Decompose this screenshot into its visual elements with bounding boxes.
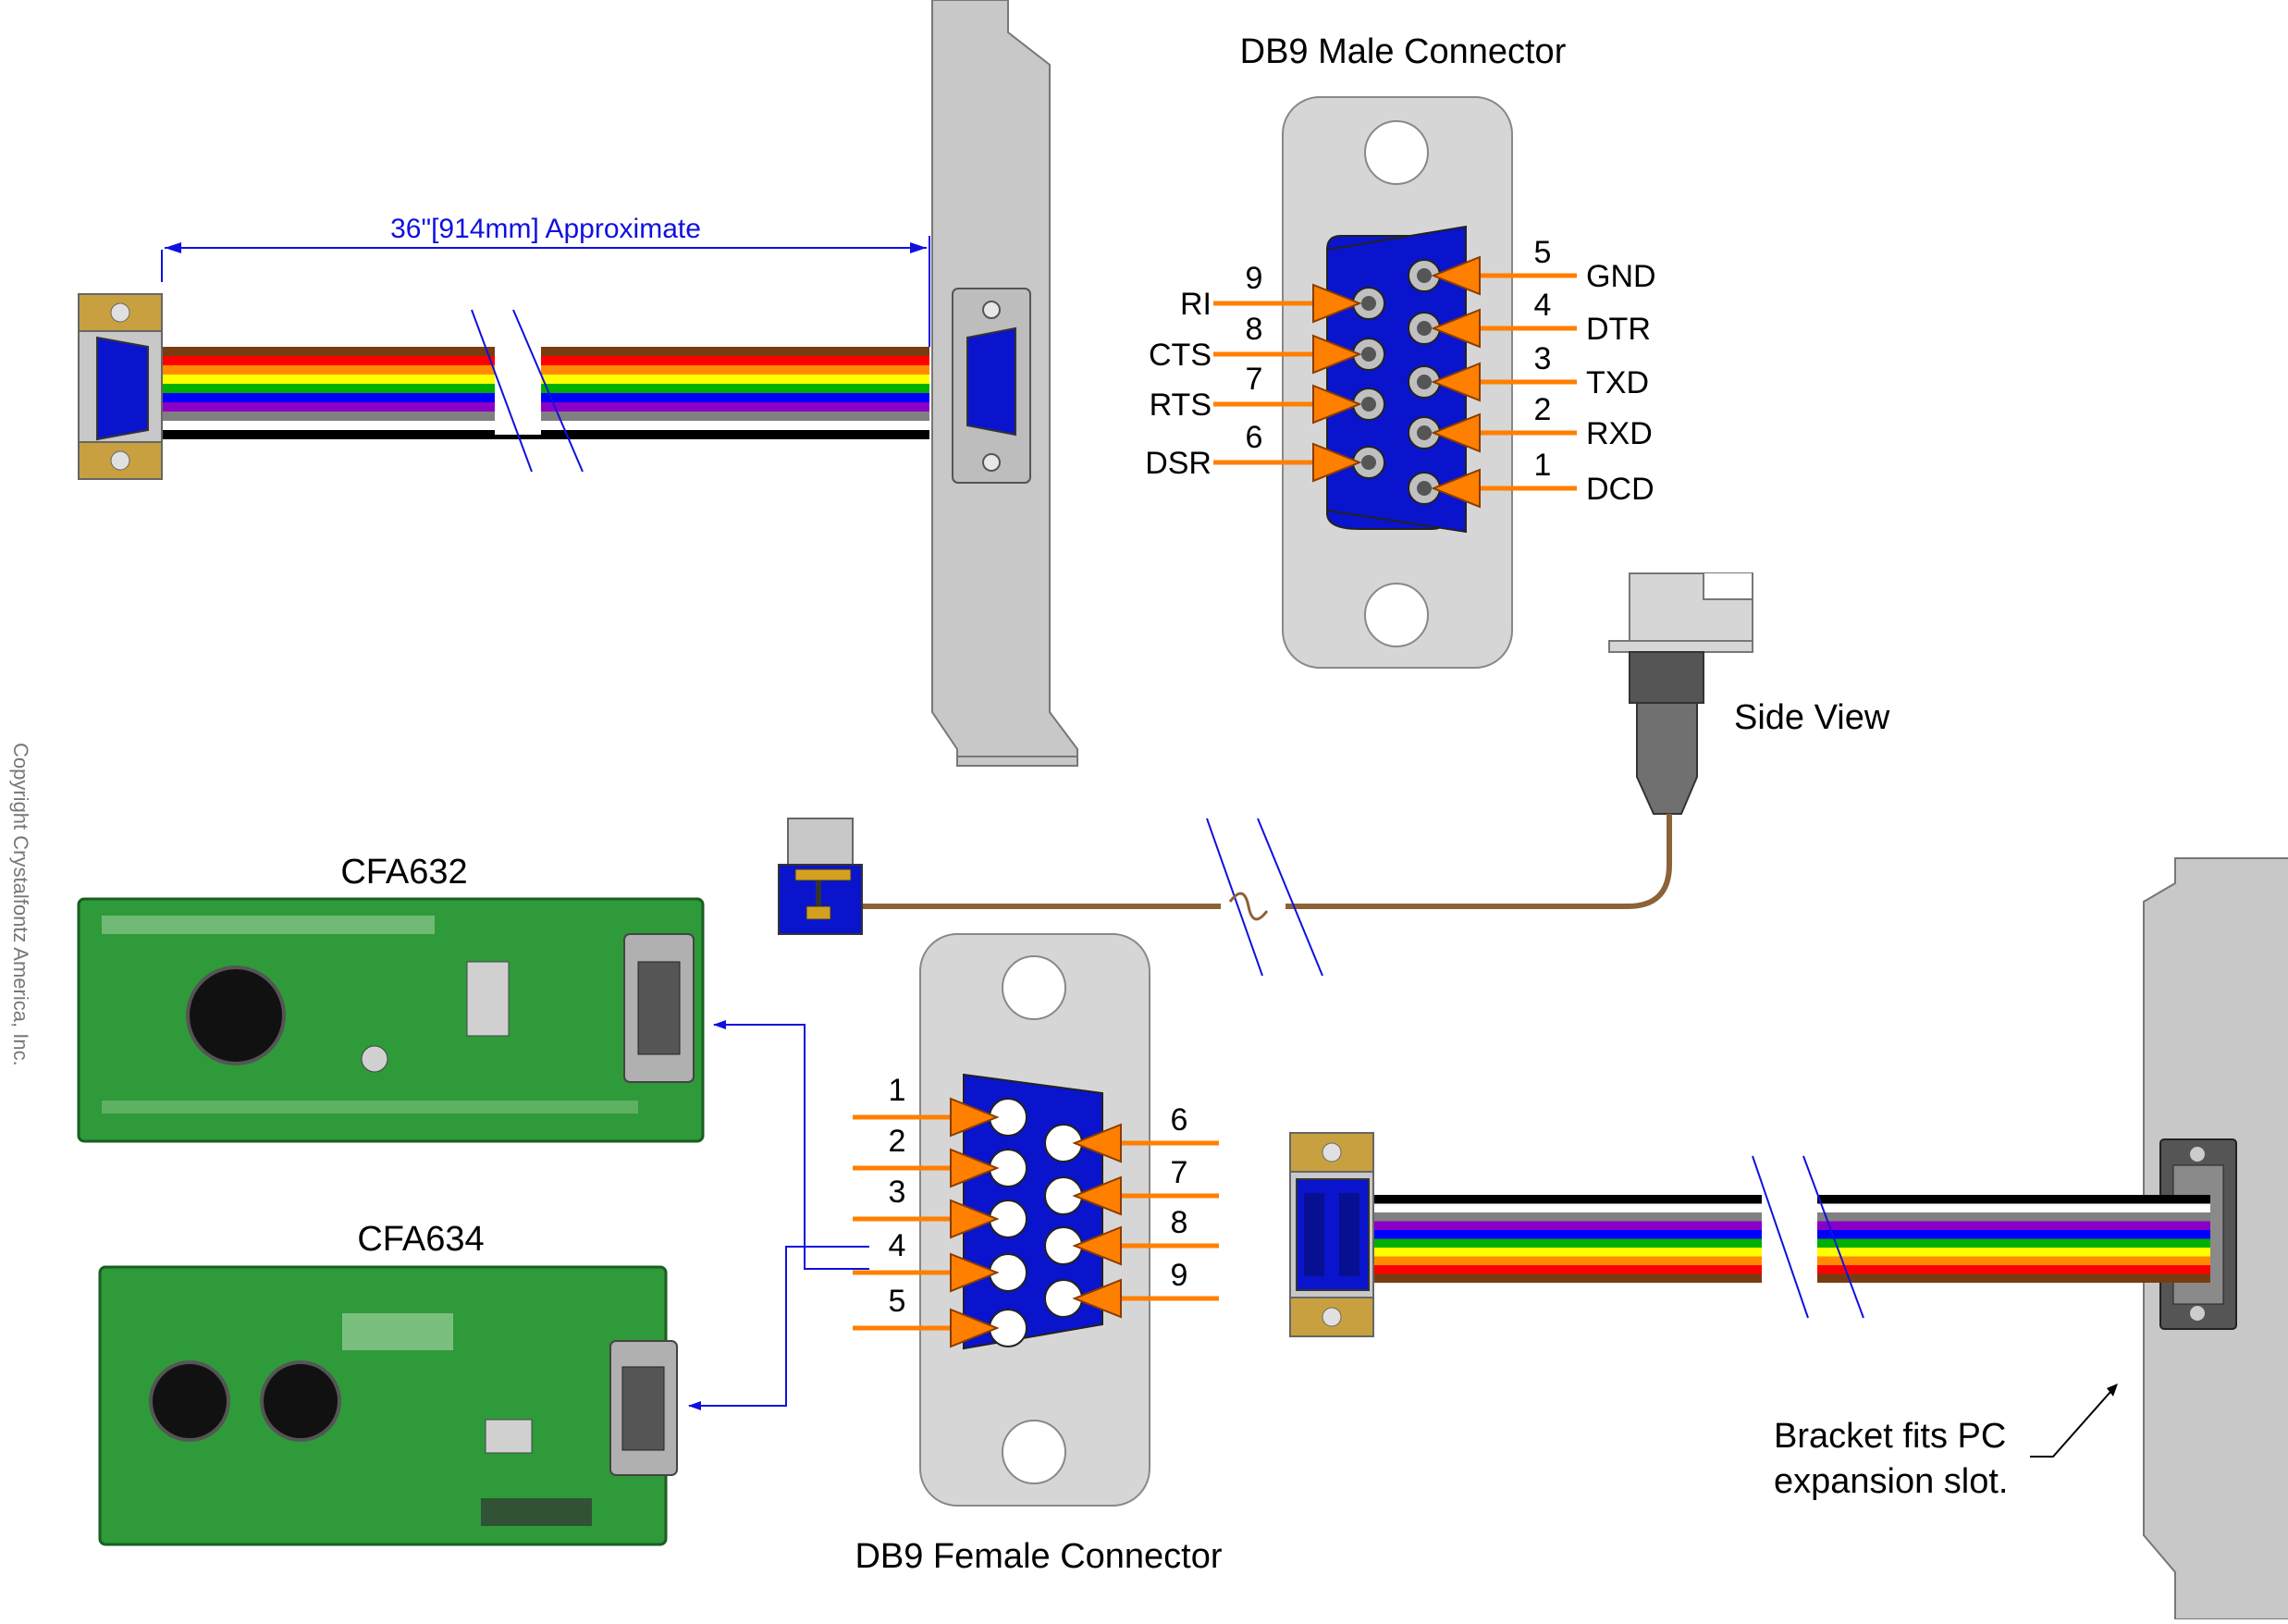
top-ribbon-cable xyxy=(78,293,929,480)
cfa634-module: CFA634 xyxy=(98,1220,678,1546)
female-pin-num-4: 4 xyxy=(889,1228,906,1263)
male-signal-dtr: DTR xyxy=(1586,312,1651,347)
male-arrow-3 xyxy=(1431,362,1577,402)
male-pin-num-8: 8 xyxy=(1246,312,1263,347)
bracket-note: Bracket fits PC expansion slot. xyxy=(1774,1384,2118,1501)
male-signal-dsr: DSR xyxy=(1145,446,1212,481)
ribbon-strand xyxy=(162,365,929,375)
female-pin-num-8: 8 xyxy=(1171,1205,1188,1240)
male-pin-num-2: 2 xyxy=(1534,392,1552,427)
female-pin-num-5: 5 xyxy=(889,1284,906,1319)
cfa632-label: CFA632 xyxy=(340,853,467,892)
male-arrow-6 xyxy=(1213,442,1362,483)
male-pin-num-3: 3 xyxy=(1534,341,1552,376)
ribbon-strand xyxy=(162,421,929,430)
ribbon-strand xyxy=(162,375,929,384)
female-arrow-8 xyxy=(1072,1225,1219,1266)
female-pin-num-2: 2 xyxy=(889,1124,906,1159)
female-arrow-4 xyxy=(853,1252,1000,1293)
cable-length-dimension: 36"[914mm] Approximate xyxy=(161,214,930,347)
female-pin-num-3: 3 xyxy=(889,1175,906,1210)
male-pin-num-4: 4 xyxy=(1534,288,1552,323)
ribbon-strand xyxy=(162,412,929,421)
ribbon-strand xyxy=(162,356,929,365)
male-signal-rxd: RXD xyxy=(1586,416,1653,451)
cfa634-label: CFA634 xyxy=(357,1220,484,1259)
male-signal-txd: TXD xyxy=(1586,365,1649,400)
male-arrow-5 xyxy=(1431,255,1577,296)
db9-female-connector: 1 2 3 4 5 6 7 8 9 DB9 Female Connector xyxy=(853,933,1223,1576)
bracket-note-line1: Bracket fits PC xyxy=(1774,1417,2006,1456)
female-pin-num-9: 9 xyxy=(1171,1258,1188,1293)
female-arrow-9 xyxy=(1072,1278,1219,1319)
copyright-text: Copyright Crystalfontz America, Inc. xyxy=(9,743,32,1066)
male-arrow-4 xyxy=(1431,308,1577,349)
female-arrow-2 xyxy=(853,1148,1000,1188)
male-signal-rts: RTS xyxy=(1150,388,1212,423)
side-view-label: Side View xyxy=(1734,698,1890,737)
female-pin-num-7: 7 xyxy=(1171,1155,1188,1190)
female-connector-title: DB9 Female Connector xyxy=(855,1537,1222,1576)
ribbon-strand xyxy=(162,347,929,356)
male-pin-num-5: 5 xyxy=(1534,235,1552,270)
female-arrow-1 xyxy=(853,1097,1000,1138)
male-signal-dcd: DCD xyxy=(1586,472,1654,507)
female-arrow-6 xyxy=(1072,1123,1219,1163)
bottom-ribbon-cable xyxy=(1289,1132,2210,1337)
ribbon-strand xyxy=(162,384,929,393)
male-arrow-1 xyxy=(1431,468,1577,509)
cable-length-label: 36"[914mm] Approximate xyxy=(390,214,701,244)
female-arrow-5 xyxy=(853,1308,1000,1348)
female-arrow-7 xyxy=(1072,1175,1219,1216)
male-pin-num-1: 1 xyxy=(1534,448,1552,483)
ribbon-strand xyxy=(162,430,929,439)
female-pin-num-1: 1 xyxy=(889,1073,906,1108)
male-pin-num-9: 9 xyxy=(1246,261,1263,296)
db9-male-connector: DB9 Male Connector 9RI8CTS7RTS6DSR5GND4D… xyxy=(1145,32,1656,669)
male-arrow-7 xyxy=(1213,384,1362,424)
male-signal-gnd: GND xyxy=(1586,259,1656,294)
female-arrow-3 xyxy=(853,1199,1000,1239)
ribbon-strand xyxy=(162,402,929,412)
bracket-note-line2: expansion slot. xyxy=(1774,1462,2009,1501)
module-leader-lines xyxy=(688,1020,869,1410)
female-pin-num-6: 6 xyxy=(1171,1102,1188,1138)
ribbon-strand xyxy=(162,393,929,402)
male-arrow-9 xyxy=(1213,283,1362,324)
side-cable xyxy=(778,814,1672,977)
top-pc-bracket xyxy=(931,0,1078,767)
male-signal-cts: CTS xyxy=(1149,338,1212,373)
male-connector-title: DB9 Male Connector xyxy=(1240,32,1567,71)
cfa632-module: CFA632 xyxy=(77,853,705,1143)
male-pin-num-7: 7 xyxy=(1246,362,1263,397)
side-view: Side View xyxy=(1608,572,1890,815)
male-signal-ri: RI xyxy=(1180,287,1212,322)
male-arrow-2 xyxy=(1431,412,1577,453)
male-arrow-8 xyxy=(1213,334,1362,375)
male-pin-num-6: 6 xyxy=(1246,420,1263,455)
